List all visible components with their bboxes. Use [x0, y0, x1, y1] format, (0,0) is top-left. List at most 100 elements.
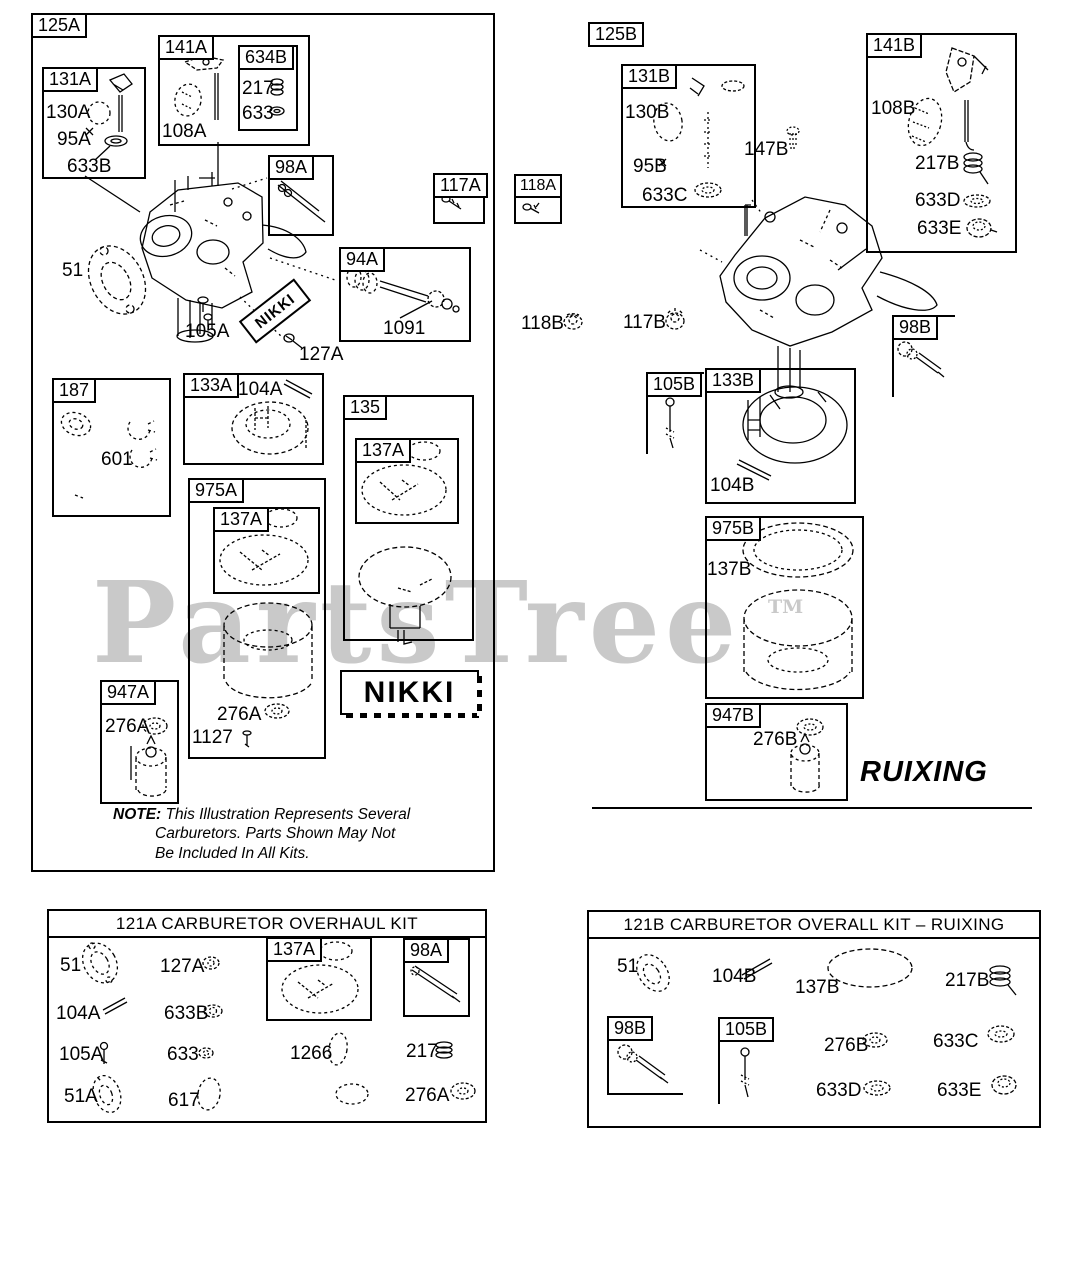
part-label-601[interactable]: 601 [101, 449, 133, 470]
shield-135-drawing [358, 441, 452, 645]
box-975A: 975A [188, 478, 326, 759]
kitA-box-98A: 98A [403, 938, 470, 1017]
kitB-label-633D[interactable]: 633D [816, 1080, 862, 1101]
box-135-label[interactable]: 135 [343, 395, 388, 420]
kitB-label-217B[interactable]: 217B [945, 970, 990, 991]
box-187-label[interactable]: 187 [52, 378, 97, 403]
kitA-label-633[interactable]: 633 [167, 1044, 199, 1065]
kitA-label-51[interactable]: 51 [60, 955, 82, 976]
box-105B-label[interactable]: 105B [646, 372, 703, 397]
box-975A-137A-label[interactable]: 137A [213, 507, 270, 532]
box-118A-label[interactable]: 118A [516, 176, 560, 198]
part-label-137B[interactable]: 137B [707, 559, 752, 580]
screw-117A-drawing [441, 195, 462, 210]
box-94A-label[interactable]: 94A [339, 247, 386, 272]
part-label-105A[interactable]: 105A [185, 321, 230, 342]
note-line3: Be Included In All Kits. [155, 844, 310, 862]
kitB-box-105B-label[interactable]: 105B [718, 1017, 775, 1042]
note-line1: This Illustration Represents Several [165, 806, 411, 823]
kitA-label-105A[interactable]: 105A [59, 1044, 104, 1065]
part-label-217B[interactable]: 217B [915, 153, 960, 174]
part-label-633[interactable]: 633 [242, 103, 274, 124]
nozzle-94A-drawing [346, 266, 460, 313]
box-135-137A-label[interactable]: 137A [355, 438, 412, 463]
part-label-104B[interactable]: 104B [710, 475, 755, 496]
kitB-label-276B[interactable]: 276B [824, 1035, 869, 1056]
part-label-95A[interactable]: 95A [57, 129, 91, 150]
box-117A-label[interactable]: 117A [433, 173, 488, 198]
part-label-147B[interactable]: 147B [744, 139, 789, 160]
part-label-1091[interactable]: 1091 [383, 318, 426, 339]
box-133B-label[interactable]: 133B [705, 368, 762, 393]
frame-125A-label[interactable]: 125A [31, 13, 88, 38]
part-label-127A[interactable]: 127A [299, 344, 344, 365]
part-label-130B[interactable]: 130B [625, 102, 670, 123]
box-98A-label[interactable]: 98A [268, 155, 315, 180]
part-label-217[interactable]: 217 [242, 78, 274, 99]
box-141A-label[interactable]: 141A [158, 35, 215, 60]
box-133B: 133B [705, 368, 856, 504]
box-131A-label[interactable]: 131A [42, 67, 99, 92]
box-975B: 975B [705, 516, 864, 699]
kitA-box-137A-label[interactable]: 137A [266, 937, 323, 962]
part-label-1127[interactable]: 1127 [192, 727, 233, 748]
fuel-cup-947A-drawing [130, 717, 168, 797]
kit-121B-box: 121B CARBURETOR OVERALL KIT – RUIXING [587, 910, 1041, 1128]
bowl-975A-drawing [219, 508, 313, 748]
part-label-51[interactable]: 51 [62, 260, 84, 281]
part-label-104A[interactable]: 104A [238, 379, 283, 400]
kitA-label-276A[interactable]: 276A [405, 1085, 450, 1106]
part-label-633B[interactable]: 633B [67, 156, 112, 177]
part-label-108A[interactable]: 108A [162, 121, 207, 142]
part-label-108B[interactable]: 108B [871, 98, 916, 119]
box-947B-label[interactable]: 947B [705, 703, 762, 728]
part-label-118B[interactable]: 118B [521, 313, 564, 334]
part-label-95B[interactable]: 95B [633, 156, 667, 177]
box-947A-label[interactable]: 947A [100, 680, 157, 705]
note: NOTE: This Illustration Represents Sever… [113, 805, 433, 863]
box-133A-label[interactable]: 133A [183, 373, 240, 398]
part-label-276A[interactable]: 276A [217, 704, 262, 725]
part-label-633C[interactable]: 633C [642, 185, 688, 206]
nikki-logo: NIKKI [340, 670, 479, 715]
kitA-box-98A-label[interactable]: 98A [403, 938, 450, 963]
kitB-label-137B[interactable]: 137B [795, 977, 840, 998]
box-98B: 98B [892, 315, 955, 397]
box-634B-label[interactable]: 634B [238, 45, 295, 70]
kitA-label-51A[interactable]: 51A [64, 1086, 98, 1107]
kitA-label-633B[interactable]: 633B [164, 1003, 209, 1024]
kitB-label-104B[interactable]: 104B [712, 966, 757, 987]
box-118A: 118A [514, 174, 562, 224]
kitB-label-633C[interactable]: 633C [933, 1031, 979, 1052]
part-label-276B[interactable]: 276B [753, 729, 798, 750]
box-98B-label[interactable]: 98B [892, 315, 939, 340]
box-135: 135 [343, 395, 474, 641]
part-label-130A[interactable]: 130A [46, 102, 91, 123]
kitB-label-633E[interactable]: 633E [937, 1080, 982, 1101]
box-98A: 98A [268, 155, 334, 236]
box-135-137A: 137A [355, 438, 459, 524]
box-141B-label[interactable]: 141B [866, 33, 923, 58]
kitB-label-51[interactable]: 51 [617, 956, 639, 977]
part-label-633D[interactable]: 633D [915, 190, 961, 211]
float-133A-drawing [231, 379, 313, 455]
kitB-box-98B-label[interactable]: 98B [607, 1016, 654, 1041]
needle-105B-drawing [665, 397, 675, 449]
kitA-label-1266[interactable]: 1266 [290, 1043, 333, 1064]
kitA-label-127A[interactable]: 127A [160, 956, 205, 977]
part-label-947A-276A[interactable]: 276A [105, 716, 150, 737]
part-label-117B[interactable]: 117B [623, 312, 666, 333]
box-975B-label[interactable]: 975B [705, 516, 762, 541]
kitA-label-617[interactable]: 617 [168, 1090, 200, 1111]
kitA-label-104A[interactable]: 104A [56, 1003, 101, 1024]
ruixing-logo: RUIXING [860, 756, 988, 788]
kitA-label-217[interactable]: 217 [406, 1041, 438, 1062]
kitB-box-105B: 105B [718, 1017, 775, 1104]
box-947B: 947B [705, 703, 848, 801]
box-131B-label[interactable]: 131B [621, 64, 678, 89]
frame-125B-label[interactable]: 125B [588, 22, 644, 47]
box-141B: 141B [866, 33, 1017, 253]
part-label-633E[interactable]: 633E [917, 218, 962, 239]
box-975A-label[interactable]: 975A [188, 478, 245, 503]
